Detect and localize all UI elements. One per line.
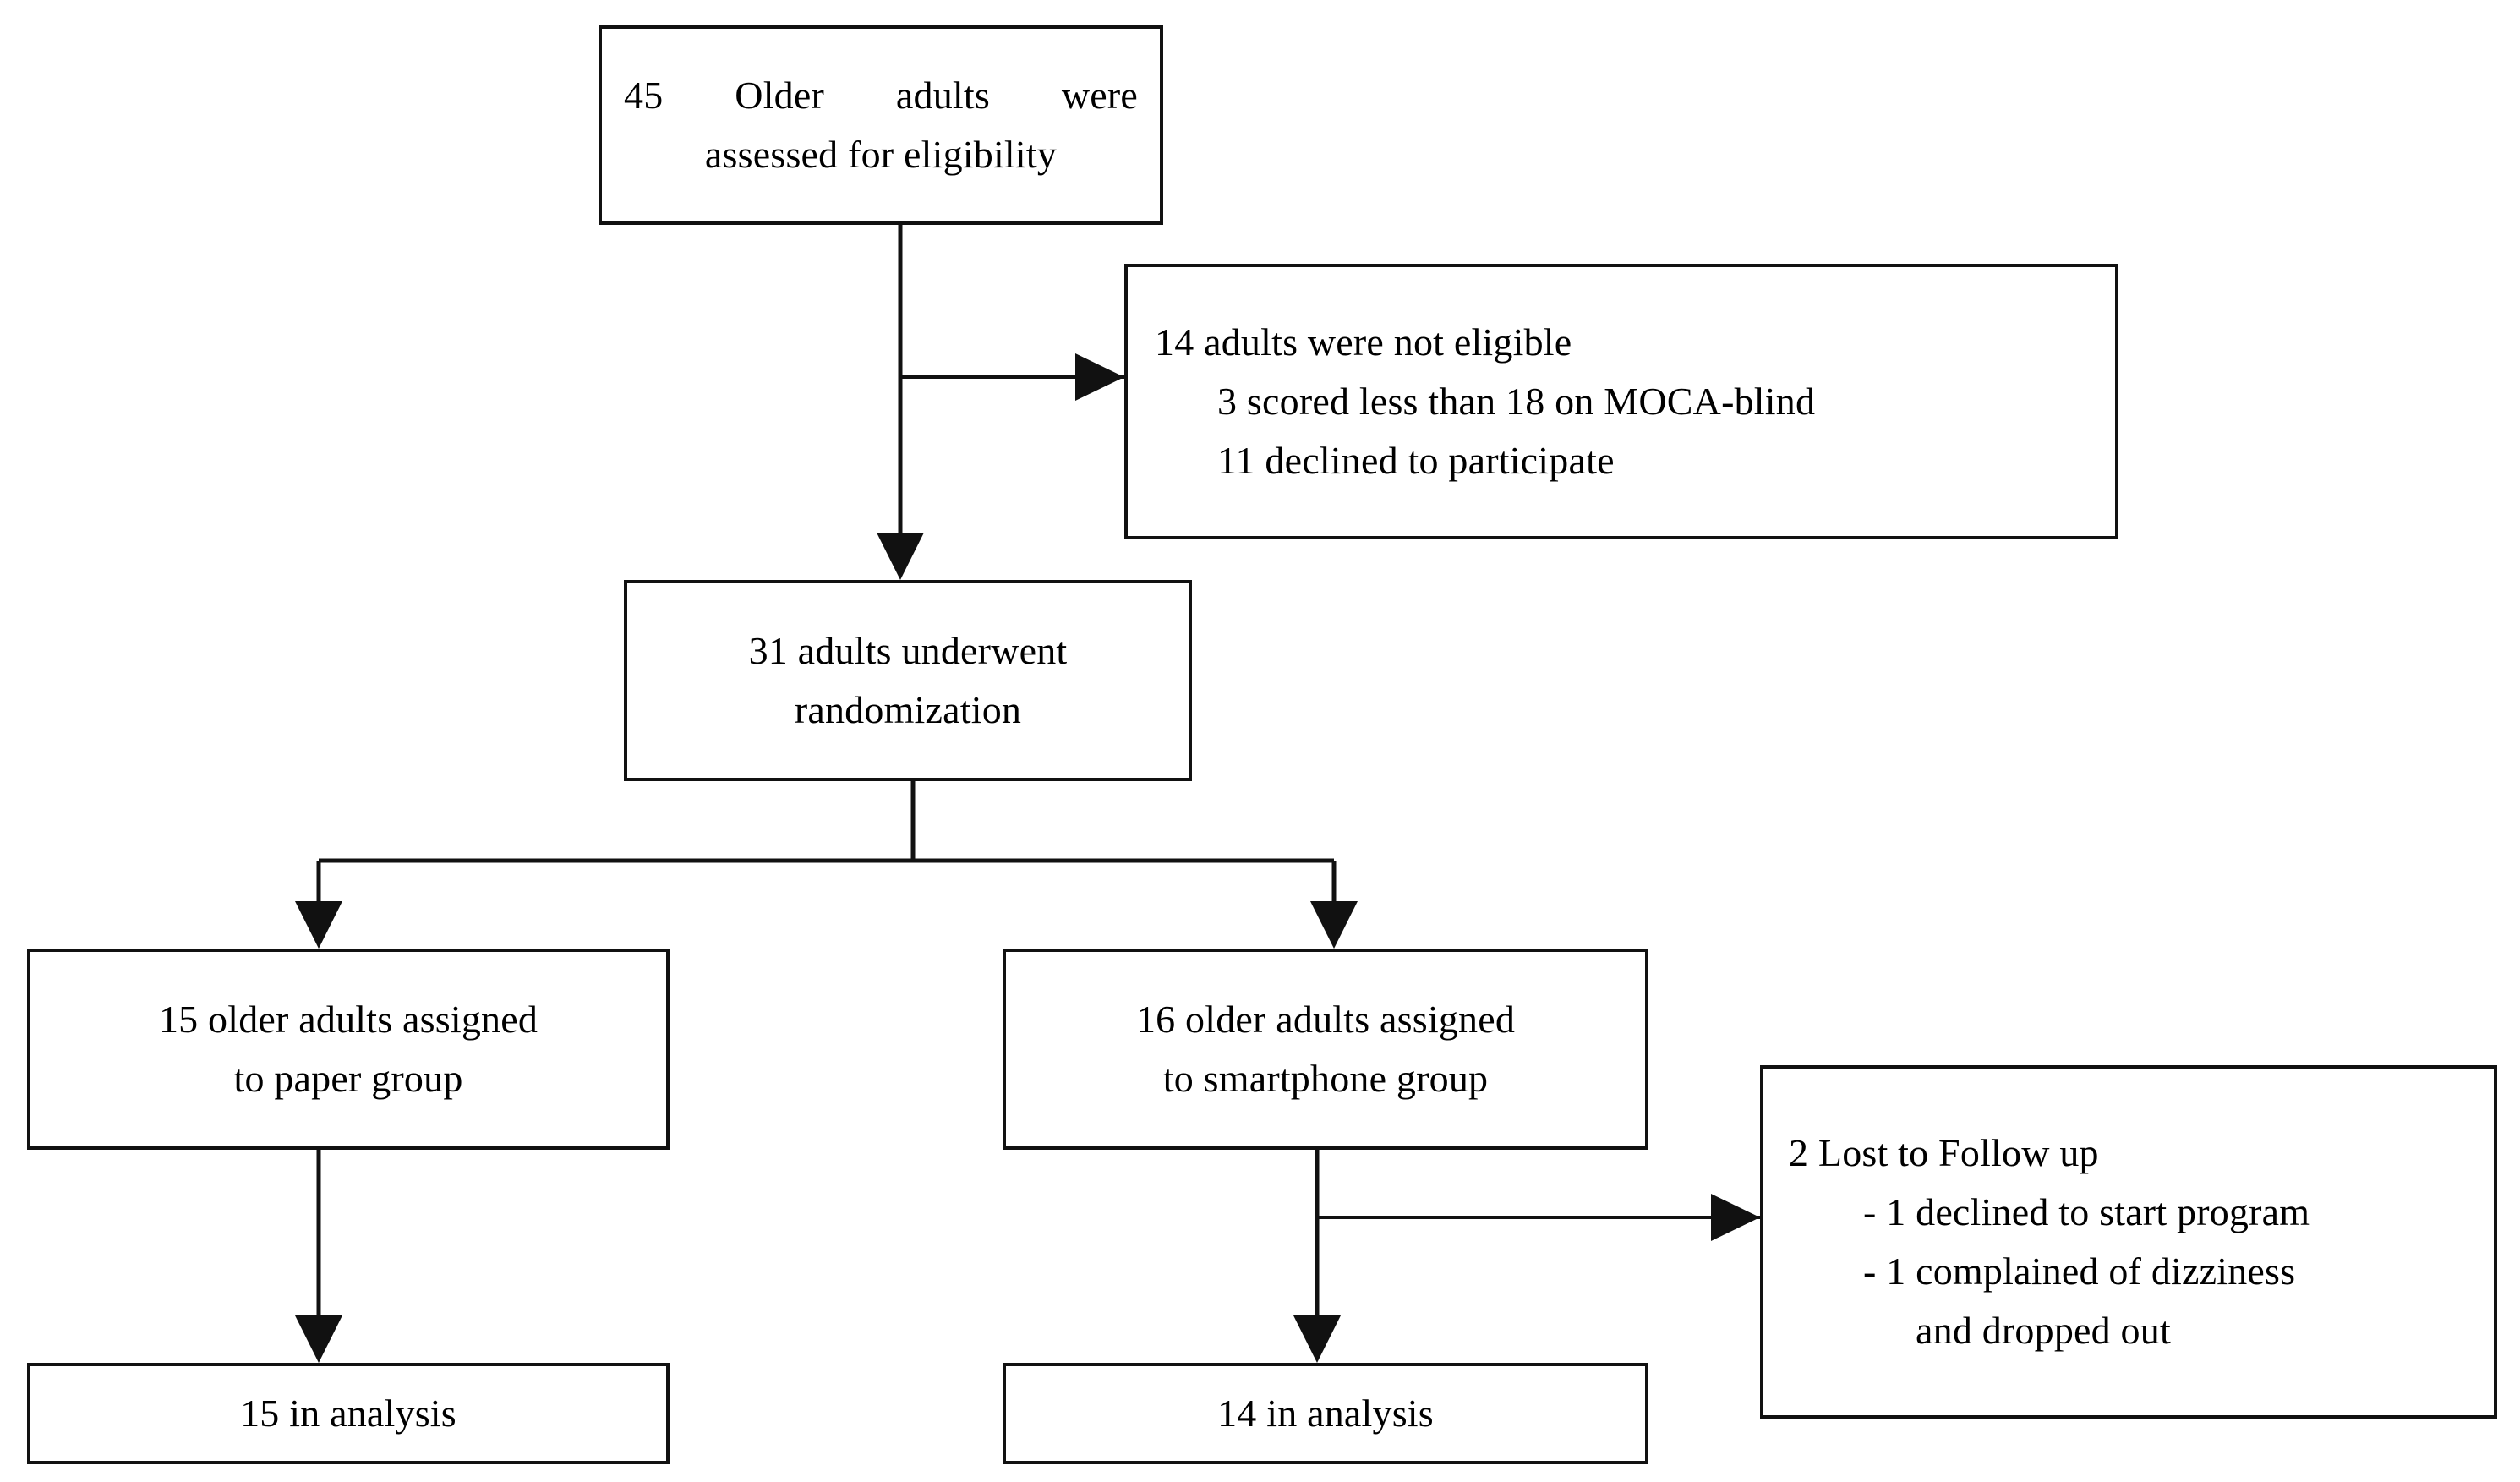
node-assessed-line-2: assessed for eligibility — [704, 133, 1058, 176]
arrowhead-randomized — [877, 533, 924, 580]
node-smartphone-group-line-1: 16 older adults assigned — [1135, 998, 1516, 1042]
node-randomization-line-1: 31 adults underwent — [748, 629, 1068, 673]
node-lost-line-3: - 1 complained of dizziness — [1863, 1250, 2296, 1293]
node-paper-group-assigned: 15 older adults assigned to paper group — [27, 949, 670, 1150]
node-smartphone-group-assigned: 16 older adults assigned to smartphone g… — [1003, 949, 1648, 1150]
node-lost-line-2: - 1 declined to start program — [1863, 1190, 2310, 1234]
node-paper-group-line-1: 15 older adults assigned — [158, 998, 538, 1042]
arrowhead-paper-group — [295, 901, 342, 949]
node-lost-line-4: and dropped out — [1916, 1308, 2171, 1352]
node-smartphone-analysis-line-1: 14 in analysis — [1217, 1392, 1434, 1436]
node-not-eligible-line-3: 11 declined to participate — [1217, 438, 1615, 482]
node-not-eligible-line-1: 14 adults were not eligible — [1155, 320, 1572, 364]
arrowhead-smartphone-analysis — [1293, 1315, 1341, 1363]
node-paper-group-line-2: to paper group — [233, 1057, 463, 1100]
node-not-eligible: 14 adults were not eligible 3 scored les… — [1124, 264, 2118, 539]
node-paper-analysis-line-1: 15 in analysis — [240, 1392, 456, 1436]
arrowhead-paper-analysis — [295, 1315, 342, 1363]
node-underwent-randomization: 31 adults underwent randomization — [624, 580, 1192, 781]
node-lost-line-1: 2 Lost to Follow up — [1789, 1131, 2099, 1175]
node-smartphone-group-line-2: to smartphone group — [1162, 1057, 1489, 1100]
arrowhead-ineligible — [1075, 353, 1124, 401]
node-assessed-for-eligibility: 45 Older adults were assessed for eligib… — [599, 25, 1163, 225]
arrowhead-lost-to-followup — [1711, 1194, 1760, 1241]
node-assessed-line-1: 45 Older adults were — [624, 74, 1138, 118]
node-randomization-line-2: randomization — [794, 688, 1022, 731]
arrowhead-smartphone-group — [1310, 901, 1358, 949]
node-not-eligible-line-2: 3 scored less than 18 on MOCA-blind — [1217, 380, 1816, 424]
node-smartphone-analysis: 14 in analysis — [1003, 1363, 1648, 1464]
node-lost-to-followup: 2 Lost to Follow up - 1 declined to star… — [1760, 1065, 2497, 1419]
node-paper-analysis: 15 in analysis — [27, 1363, 670, 1464]
